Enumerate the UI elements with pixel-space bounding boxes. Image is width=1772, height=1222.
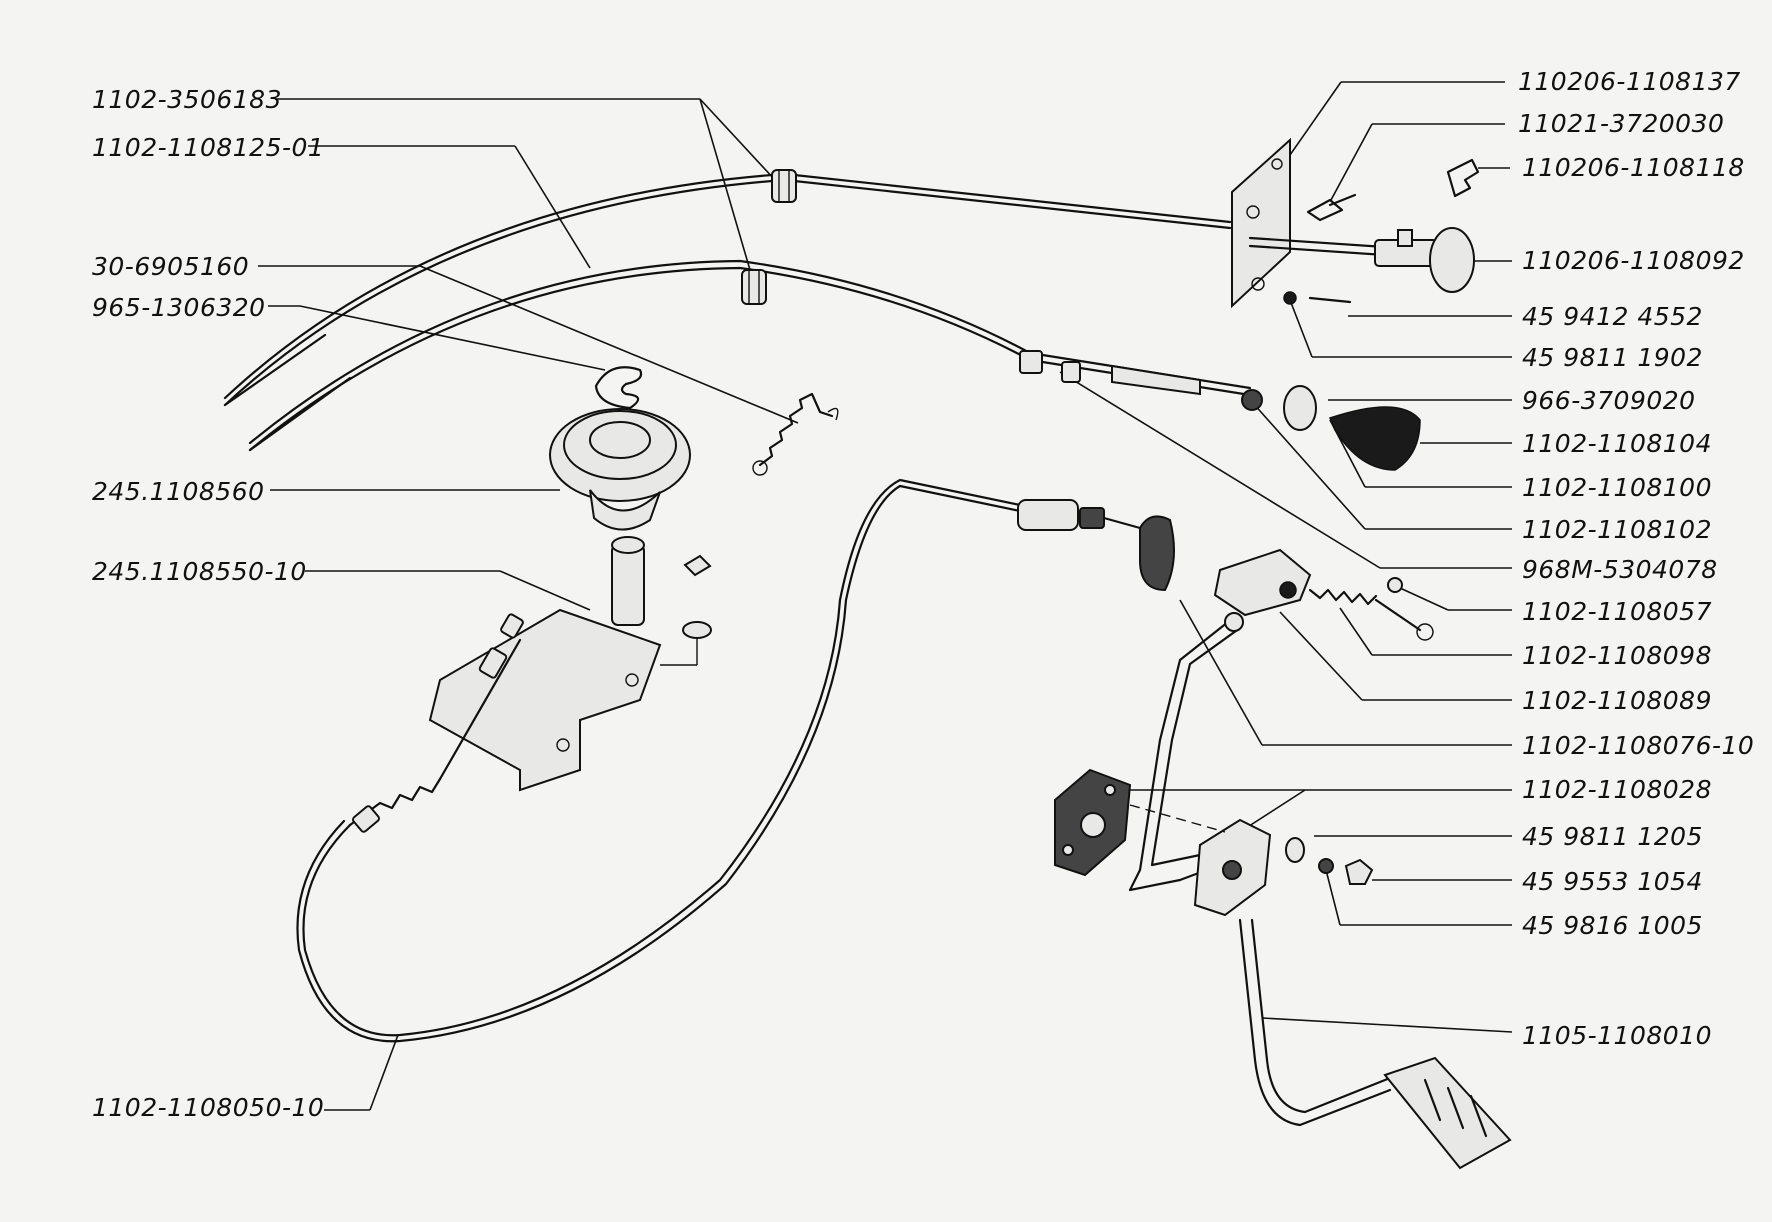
label-110206-1108092: 110206-1108092 <box>1522 246 1745 275</box>
label-245-1108560: 245.1108560 <box>92 477 265 506</box>
label-1102-1108057: 1102-1108057 <box>1522 597 1712 626</box>
hood-release-cable <box>223 259 1252 452</box>
choke-bracket-assembly <box>1231 137 1480 309</box>
label-45-9412-4552: 45 9412 4552 <box>1522 302 1703 331</box>
label-245-1108550-10: 245.1108550-10 <box>92 557 307 586</box>
pulley-drum <box>549 408 691 531</box>
accelerator-cable <box>296 478 1022 1043</box>
right-labels: 110206-1108137 11021-3720030 110206-1108… <box>1059 67 1754 1050</box>
label-45-9811-1205: 45 9811 1205 <box>1522 822 1703 851</box>
label-45-9816-1005: 45 9816 1005 <box>1522 911 1703 940</box>
pedal-bracket-right <box>1129 804 1272 917</box>
label-965-1306320: 965-1306320 <box>92 293 266 322</box>
retaining-clip <box>594 366 643 410</box>
label-1102-1108076-10: 1102-1108076-10 <box>1522 731 1754 760</box>
pedal-fasteners <box>1285 837 1374 885</box>
label-1102-1108050-10: 1102-1108050-10 <box>92 1093 324 1122</box>
label-1102-1108102: 1102-1108102 <box>1522 515 1712 544</box>
label-110206-1108118: 110206-1108118 <box>1522 153 1745 182</box>
label-1102-1108104: 1102-1108104 <box>1522 429 1712 458</box>
pedal-bracket-left <box>1054 768 1132 877</box>
label-30-6905160: 30-6905160 <box>92 252 249 281</box>
left-labels: 1102-3506183 1102-1108125-01 30-6905160 … <box>92 85 799 1122</box>
label-1102-1108100: 1102-1108100 <box>1522 473 1712 502</box>
label-1102-1108098: 1102-1108098 <box>1522 641 1712 670</box>
label-1105-1108010: 1105-1108010 <box>1522 1021 1712 1050</box>
choke-cable-upper <box>223 169 1232 407</box>
label-45-9553-1054: 45 9553 1054 <box>1522 867 1703 896</box>
label-1102-3506183: 1102-3506183 <box>92 85 282 114</box>
label-1102-1108089: 1102-1108089 <box>1522 686 1712 715</box>
return-spring <box>752 392 839 476</box>
label-966-3709020: 966-3709020 <box>1522 386 1696 415</box>
label-110206-1108137: 110206-1108137 <box>1518 67 1741 96</box>
label-968M-5304078: 968M-5304078 <box>1522 555 1718 584</box>
pedal-upper-parts <box>1017 499 1434 641</box>
lever-bracket <box>428 536 712 792</box>
label-45-9811-1902: 45 9811 1902 <box>1522 343 1703 372</box>
label-1102-1108028: 1102-1108028 <box>1522 775 1712 804</box>
pedal-lever <box>1128 612 1512 1170</box>
label-1102-1108125-01: 1102-1108125-01 <box>92 133 324 162</box>
label-11021-3720030: 11021-3720030 <box>1518 109 1724 138</box>
hood-release-knob-group <box>1019 350 1421 471</box>
